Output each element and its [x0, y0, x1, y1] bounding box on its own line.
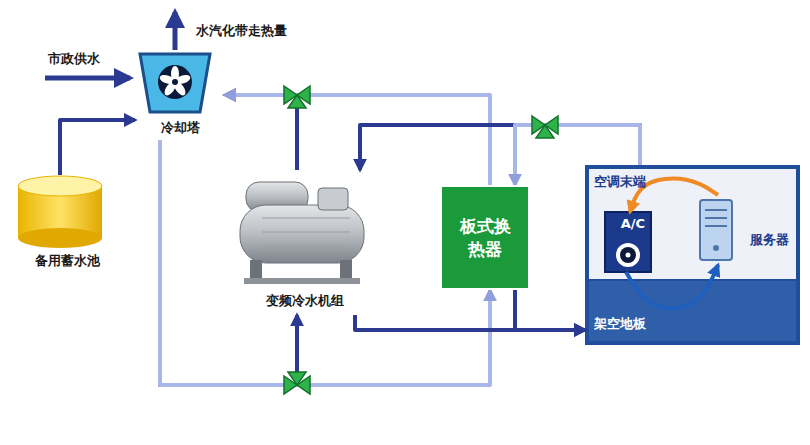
chiller-illustration — [240, 182, 364, 284]
server-icon — [700, 200, 732, 260]
pipe-connector — [515, 290, 585, 330]
vapor-arrow — [173, 12, 178, 50]
server: 服务器 — [695, 195, 793, 265]
cooling-tower-icon — [140, 54, 210, 112]
node-label: 板式换热器 — [456, 215, 514, 261]
ac-unit: A/C — [605, 212, 661, 272]
pipe-connector — [225, 95, 490, 185]
node-label: 空调末端 — [594, 173, 646, 191]
node-label: 架空地板 — [594, 315, 646, 333]
three-way-valve — [532, 116, 558, 138]
pipe-connector — [225, 95, 297, 170]
node-label: 服务器 — [750, 231, 789, 249]
pipe-connector — [160, 140, 297, 385]
pipe-connector — [626, 265, 718, 308]
supply-label: 市政供水 — [48, 50, 100, 68]
node-label: 冷却塔 — [135, 119, 225, 137]
data-room-panel: 空调末端架空地板 A/C 服务器 — [585, 165, 800, 345]
room-panel — [587, 167, 798, 343]
three-way-valve — [284, 372, 310, 394]
chiller-unit: 变频冷水机组 — [230, 170, 380, 315]
node-label: 变频冷水机组 — [230, 292, 380, 310]
pipe-connector — [355, 315, 585, 330]
heat-exchanger-box: 板式换热器 — [440, 185, 530, 290]
node-label: 备用蓄水池 — [10, 252, 124, 270]
supply-arrow — [45, 76, 130, 81]
cooling-tower: 冷却塔 — [135, 48, 225, 140]
pipe-connector — [60, 120, 135, 175]
water-tank-icon — [18, 176, 102, 248]
three-way-valve — [284, 86, 310, 108]
water-tank: 备用蓄水池 — [10, 175, 124, 273]
vapor-label: 水汽化带走热量 — [196, 22, 287, 40]
node-label: A/C — [605, 216, 661, 231]
pipe-connector — [360, 125, 640, 170]
